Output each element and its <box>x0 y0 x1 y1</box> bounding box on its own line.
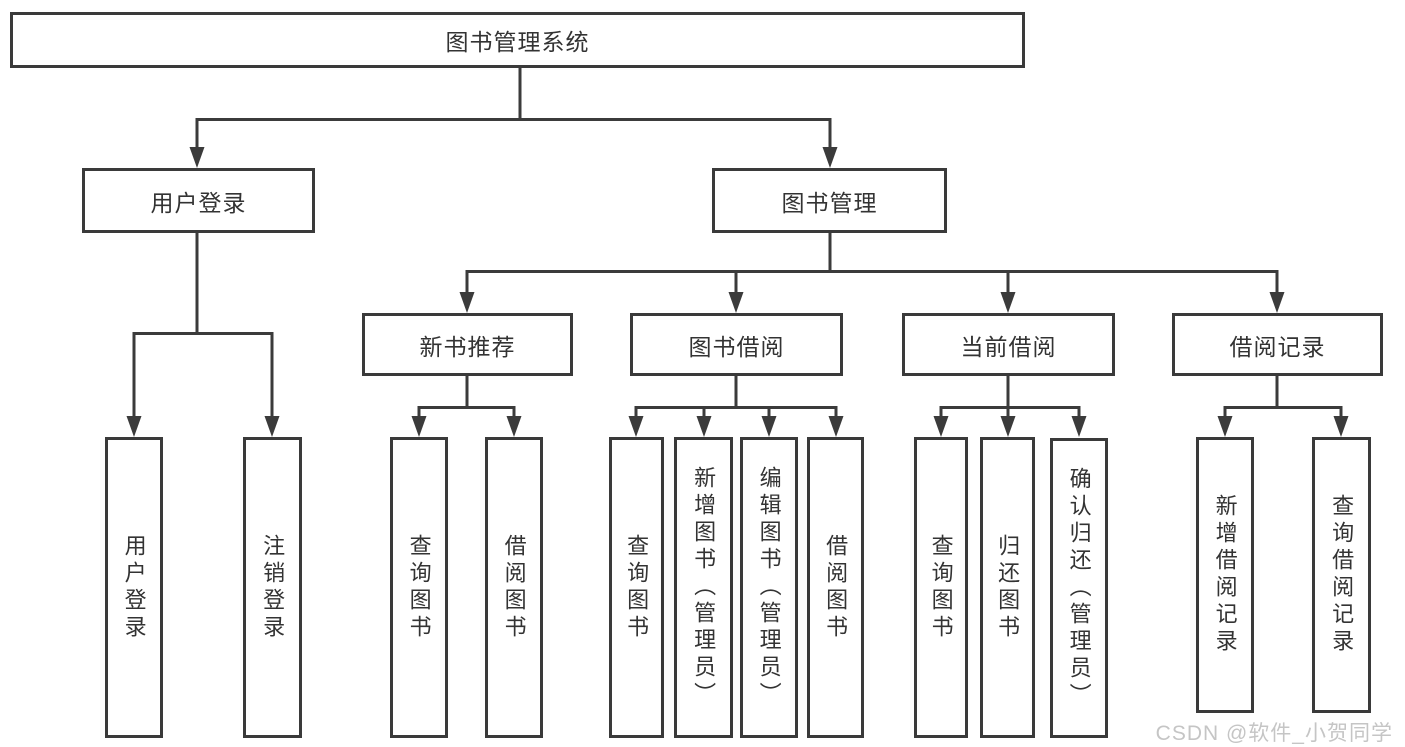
edges-root-to-level2 <box>189 66 838 168</box>
leaf-borrow-books-recommend: 借阅图书 <box>485 437 543 738</box>
csdn-watermark: CSDN @软件_小贺同学 <box>1155 722 1393 745</box>
leaf-logout: 注销登录 <box>243 437 302 738</box>
node-root-library-system: 图书管理系统 <box>10 12 1025 68</box>
node-label: 新增图书（管理员） <box>691 466 717 709</box>
node-label: 查询图书 <box>624 533 650 642</box>
node-label: 图书管理 <box>781 189 878 216</box>
node-label: 用户登录 <box>150 189 247 216</box>
node-label: 确认归还（管理员） <box>1066 466 1092 710</box>
leaf-add-book-admin: 新增图书（管理员） <box>674 437 733 738</box>
arrowhead <box>828 416 844 437</box>
node-label: 归还图书 <box>995 533 1021 642</box>
leaf-confirm-return-admin: 确认归还（管理员） <box>1050 438 1108 738</box>
arrowhead <box>411 416 427 437</box>
node-current-borrow: 当前借阅 <box>902 313 1115 376</box>
arrowhead <box>126 416 142 437</box>
node-label: 注销登录 <box>260 533 286 642</box>
leaf-user-login: 用户登录 <box>105 437 163 738</box>
leaf-query-books-borrow: 查询图书 <box>609 437 664 738</box>
node-label: 当前借阅 <box>960 333 1057 360</box>
edges-user-login-branch <box>126 232 280 437</box>
arrowhead <box>459 292 475 313</box>
arrowhead <box>1071 416 1087 437</box>
node-label: 借阅图书 <box>501 533 527 642</box>
leaf-edit-book-admin: 编辑图书（管理员） <box>740 437 798 738</box>
arrowhead <box>189 147 205 168</box>
arrowhead <box>728 292 744 313</box>
node-label: 图书管理系统 <box>445 29 590 55</box>
node-label: 查询图书 <box>928 533 954 642</box>
arrowhead <box>933 416 949 437</box>
node-book-borrow: 图书借阅 <box>630 313 843 376</box>
arrowhead <box>628 416 644 437</box>
edges-book-management-branch <box>459 232 1285 313</box>
edges-new-book-recommend-branch <box>411 374 522 437</box>
node-label: 用户登录 <box>121 533 147 642</box>
arrowhead <box>1217 416 1233 437</box>
node-borrow-records: 借阅记录 <box>1172 313 1383 376</box>
leaf-query-books-recommend: 查询图书 <box>390 437 448 738</box>
node-label: 新书推荐 <box>419 333 516 360</box>
leaf-query-borrow-record: 查询借阅记录 <box>1312 437 1371 713</box>
leaf-borrow-books: 借阅图书 <box>807 437 864 738</box>
leaf-add-borrow-record: 新增借阅记录 <box>1196 437 1254 713</box>
node-label: 借阅记录 <box>1229 333 1326 360</box>
edges-borrow-records-branch <box>1217 374 1349 437</box>
node-book-management: 图书管理 <box>712 168 947 233</box>
leaf-return-book: 归还图书 <box>980 437 1035 738</box>
arrowhead <box>1269 292 1285 313</box>
node-new-book-recommend: 新书推荐 <box>362 313 573 376</box>
node-user-login: 用户登录 <box>82 168 315 233</box>
node-label: 借阅图书 <box>823 533 849 642</box>
arrowhead <box>1000 416 1016 437</box>
arrowhead <box>1333 416 1349 437</box>
arrowhead <box>1000 292 1016 313</box>
edges-current-borrow-branch <box>933 374 1087 437</box>
node-label: 图书借阅 <box>688 333 785 360</box>
arrowhead <box>822 147 838 168</box>
node-label: 查询图书 <box>406 533 432 642</box>
arrowhead <box>761 416 777 437</box>
edges-book-borrow-branch <box>628 374 844 437</box>
node-label: 编辑图书（管理员） <box>756 466 782 709</box>
arrowhead <box>696 416 712 437</box>
arrowhead <box>264 416 280 437</box>
node-label: 查询借阅记录 <box>1329 494 1355 656</box>
node-label: 新增借阅记录 <box>1212 494 1238 656</box>
leaf-query-books-current: 查询图书 <box>914 437 968 738</box>
arrowhead <box>506 416 522 437</box>
